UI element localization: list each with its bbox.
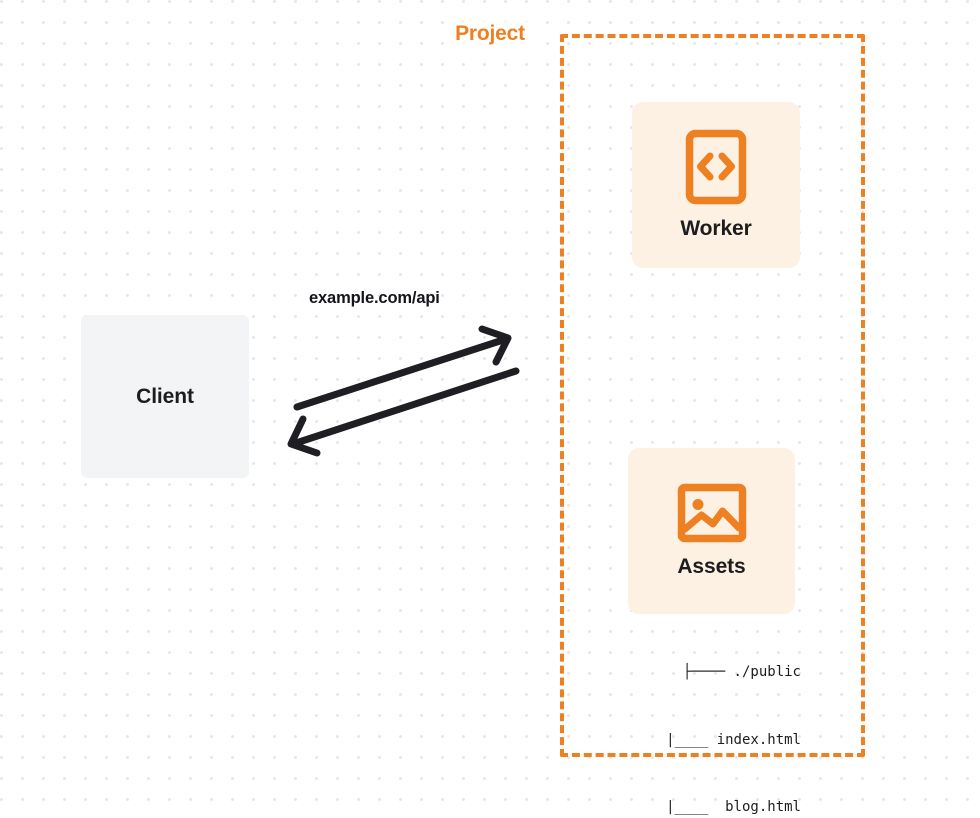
project-title: Project: [448, 22, 532, 46]
worker-card-label: Worker: [680, 217, 752, 240]
file-tree-row: |____ index.html: [623, 731, 801, 748]
request-arrow-shaft: [293, 336, 507, 411]
connection-label: example.com/api: [309, 289, 440, 307]
file-tree-row: ├──── ./public: [682, 664, 801, 680]
request-arrow-head: [478, 325, 512, 366]
code-brackets-icon: [685, 129, 747, 205]
file-tree-row: |____ blog.html: [623, 799, 801, 815]
worker-card[interactable]: Worker: [632, 102, 800, 268]
response-arrow-shaft: [292, 367, 520, 447]
assets-card-label: Assets: [677, 555, 746, 578]
client-node[interactable]: Client: [81, 315, 249, 478]
assets-file-tree: ├──── ./public |____ index.html |____ bl…: [600, 616, 801, 818]
image-icon: [677, 483, 747, 543]
assets-card[interactable]: Assets: [628, 448, 795, 614]
response-arrow-head: [287, 415, 321, 457]
client-node-label: Client: [136, 384, 194, 408]
project-container: [560, 34, 865, 757]
